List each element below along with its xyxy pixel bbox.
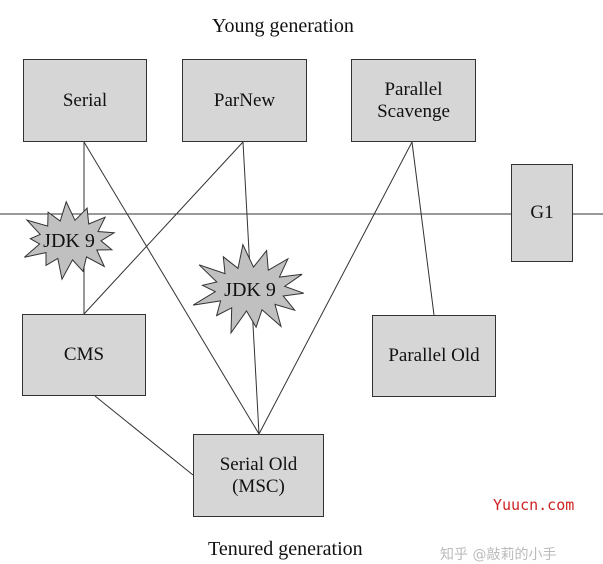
serial-box: Serial xyxy=(23,59,147,142)
link-scavenge-serialold xyxy=(258,141,413,435)
link-scavenge-parallelold xyxy=(411,141,435,316)
serial-old-label-line2: (MSC) xyxy=(232,475,285,497)
parallel-old-box: Parallel Old xyxy=(372,315,496,397)
serial-old-label-line1: Serial Old xyxy=(219,453,298,475)
g1-box: G1 xyxy=(511,164,573,262)
young-generation-label: Young generation xyxy=(212,15,354,37)
link-cms-serialold xyxy=(94,395,194,476)
parallel-scavenge-label-line2: Scavenge xyxy=(377,100,450,122)
tenured-generation-label: Tenured generation xyxy=(208,538,363,560)
parnew-box: ParNew xyxy=(182,59,307,142)
serial-label: Serial xyxy=(62,89,108,111)
cms-label: CMS xyxy=(63,344,105,365)
cms-box: CMS xyxy=(22,314,146,396)
parallel-scavenge-label-line1: Parallel xyxy=(384,78,443,100)
parallel-scavenge-box: Parallel Scavenge xyxy=(351,59,476,142)
jdk9-badge-left: JDK 9 xyxy=(24,200,116,281)
watermark-site: Yuucn.com xyxy=(493,496,575,514)
jdk9-badge-center: JDK 9 xyxy=(192,243,304,335)
watermark-zhihu: 知乎 @敲莉的小手 xyxy=(440,547,557,563)
burst-shape-center xyxy=(192,243,304,335)
parnew-label: ParNew xyxy=(213,89,276,111)
badge-label-center: JDK 9 xyxy=(224,279,276,301)
serial-old-box: Serial Old (MSC) xyxy=(193,434,324,517)
g1-label: G1 xyxy=(530,202,554,223)
badge-label-left: JDK 9 xyxy=(43,230,95,252)
link-parnew-cms xyxy=(83,141,244,315)
parallel-old-label: Parallel Old xyxy=(388,345,480,366)
link-serial-serialold xyxy=(83,141,260,435)
burst-shape-left xyxy=(24,200,116,281)
